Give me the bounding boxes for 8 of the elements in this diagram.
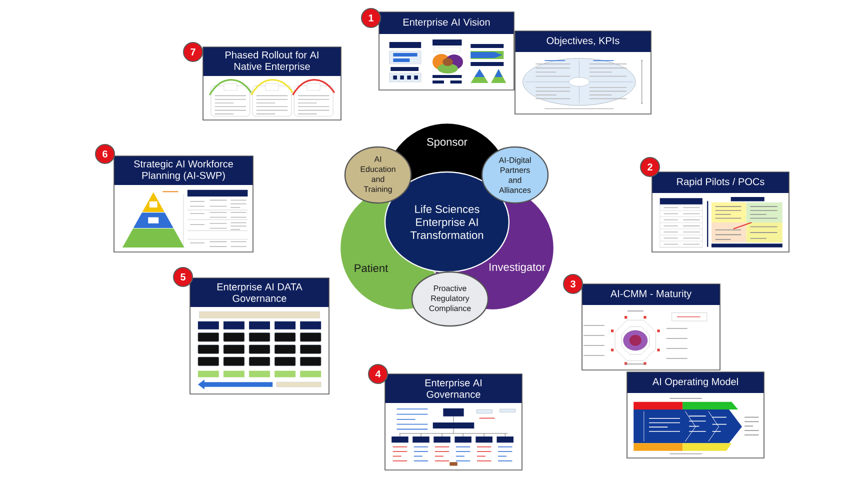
number-badge: 5: [173, 266, 193, 287]
number-badge: 2: [640, 156, 660, 177]
number-badge: 6: [95, 144, 115, 164]
slide-card: AI-CMM - Maturity: [582, 284, 720, 370]
number-badge: 3: [563, 274, 583, 294]
number-badge: 1: [361, 8, 381, 28]
number-badge: 4: [368, 364, 388, 384]
number-badge: 7: [183, 42, 203, 62]
